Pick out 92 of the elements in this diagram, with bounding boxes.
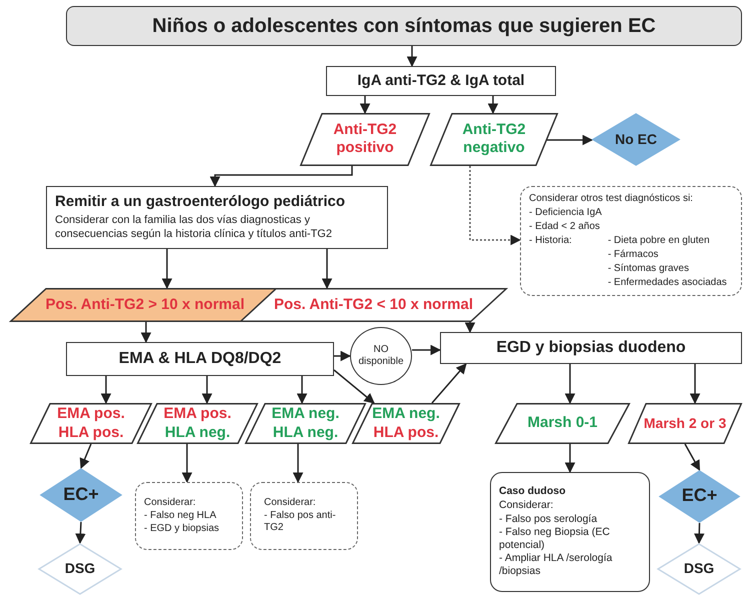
node-text: EMA pos. bbox=[164, 404, 232, 422]
decision-diamond bbox=[659, 470, 740, 523]
terminal-diamond bbox=[657, 543, 741, 595]
node-text: HLA pos. bbox=[57, 424, 125, 442]
arrow bbox=[296, 376, 308, 404]
node-text: Niños o adolescentes con síntomas que sugieren EC bbox=[152, 14, 656, 38]
node-text: - Deficiencia IgA bbox=[529, 206, 602, 218]
result-parallelogram bbox=[430, 113, 558, 166]
arrow bbox=[564, 444, 576, 474]
node-text: - Falso pos serología bbox=[499, 512, 598, 526]
arrow bbox=[140, 322, 152, 344]
node-text: EMA neg. bbox=[372, 404, 440, 422]
node-text: Pos. Anti-TG2 < 10 x normal bbox=[274, 296, 474, 314]
node-text: - Ampliar HLA /serología /biopsias bbox=[499, 552, 614, 578]
arrow bbox=[464, 322, 476, 334]
node-text: Considerar: bbox=[264, 497, 317, 509]
node-text: - Falso neg Biopsia (EC potencial) bbox=[499, 526, 611, 552]
node-text: - Historia: bbox=[529, 234, 573, 246]
node-text: Considerar otros test diagnósticos si: bbox=[529, 192, 694, 204]
process-box bbox=[326, 66, 556, 96]
process-box bbox=[66, 342, 334, 376]
node-text: Considerar: bbox=[499, 499, 554, 512]
result-parallelogram bbox=[628, 403, 742, 444]
node-text: - Dieta pobre en gluten bbox=[608, 234, 711, 246]
arrow bbox=[690, 364, 700, 404]
note-box bbox=[135, 482, 243, 550]
node-text: HLA neg. bbox=[272, 424, 340, 442]
arrow bbox=[684, 444, 700, 471]
result-parallelogram bbox=[495, 403, 630, 444]
node-text: EMA pos. bbox=[57, 404, 125, 422]
arrow bbox=[162, 249, 172, 290]
node-text: - Fármacos bbox=[608, 248, 660, 260]
node-text: EMA & HLA DQ8/DQ2 bbox=[118, 348, 282, 368]
arrow bbox=[182, 444, 192, 484]
decision-diamond bbox=[592, 113, 680, 166]
node-text: Anti-TG2 positivo bbox=[332, 121, 398, 157]
dotted-arrow bbox=[469, 166, 522, 246]
node-text: Marsh 0-1 bbox=[527, 414, 598, 432]
terminal-diamond bbox=[38, 543, 122, 595]
arrow bbox=[75, 522, 86, 544]
arrow bbox=[334, 350, 352, 362]
node-text: DSG bbox=[684, 560, 714, 577]
arrow bbox=[322, 249, 332, 290]
arrow bbox=[547, 134, 594, 146]
result-parallelogram bbox=[352, 403, 460, 444]
arrow bbox=[100, 376, 112, 404]
node-text: DSG bbox=[64, 560, 96, 577]
node-text: - Falso neg HLA bbox=[144, 510, 218, 522]
node-text: - Edad < 2 años bbox=[529, 220, 601, 232]
node-text: EC+ bbox=[682, 485, 718, 507]
node-text: Remitir a un gastroenterólogo pediátrico bbox=[55, 193, 346, 212]
arrow bbox=[406, 46, 418, 68]
node-text: EGD y biopsias duodeno bbox=[496, 338, 686, 358]
process-box bbox=[46, 186, 388, 249]
node-text: - EGD y biopsias bbox=[144, 522, 220, 534]
arrow bbox=[210, 166, 353, 188]
node-text: IgA anti-TG2 & IgA total bbox=[357, 72, 525, 90]
node-text: Considerar: bbox=[144, 496, 197, 508]
title-box bbox=[66, 6, 742, 46]
arrow bbox=[360, 96, 370, 114]
arrow bbox=[694, 522, 704, 544]
result-parallelogram bbox=[245, 403, 366, 444]
node-text: - Enfermedades asociadas bbox=[608, 276, 728, 288]
arrow bbox=[564, 364, 576, 404]
note-box bbox=[250, 482, 358, 550]
node-text: HLA neg. bbox=[164, 424, 232, 442]
node-text: EMA neg. bbox=[272, 404, 340, 422]
arrow bbox=[334, 369, 375, 404]
node-text: - Síntomas graves bbox=[608, 262, 690, 274]
result-parallelogram bbox=[30, 403, 152, 444]
arrow bbox=[80, 444, 92, 469]
arrow bbox=[412, 344, 442, 356]
node-text: Marsh 2 or 3 bbox=[644, 414, 726, 432]
node-text: - Falso pos anti-TG2 bbox=[264, 510, 337, 534]
arrow bbox=[292, 444, 304, 484]
node-text: No EC bbox=[615, 130, 657, 148]
node-text: NO disponible bbox=[357, 344, 405, 368]
note-box bbox=[490, 472, 650, 592]
arrow bbox=[431, 363, 467, 404]
note-box bbox=[520, 186, 742, 296]
node-text: EC+ bbox=[63, 484, 99, 506]
result-parallelogram bbox=[137, 403, 258, 444]
decision-diamond bbox=[40, 468, 122, 522]
node-text: Considerar con la familia las dos vías diagnosticas y consecuencias según la historia clínica y títulos anti-TG2 bbox=[55, 214, 333, 241]
process-box bbox=[440, 332, 742, 364]
node-text: Pos. Anti-TG2 > 10 x normal bbox=[45, 296, 245, 314]
arrow bbox=[488, 96, 498, 114]
result-parallelogram bbox=[300, 113, 430, 166]
node-text: Anti-TG2 negativo bbox=[461, 121, 527, 157]
node-text: HLA pos. bbox=[372, 424, 440, 442]
arrow bbox=[202, 376, 212, 404]
node-text: Caso dudoso bbox=[499, 485, 567, 498]
